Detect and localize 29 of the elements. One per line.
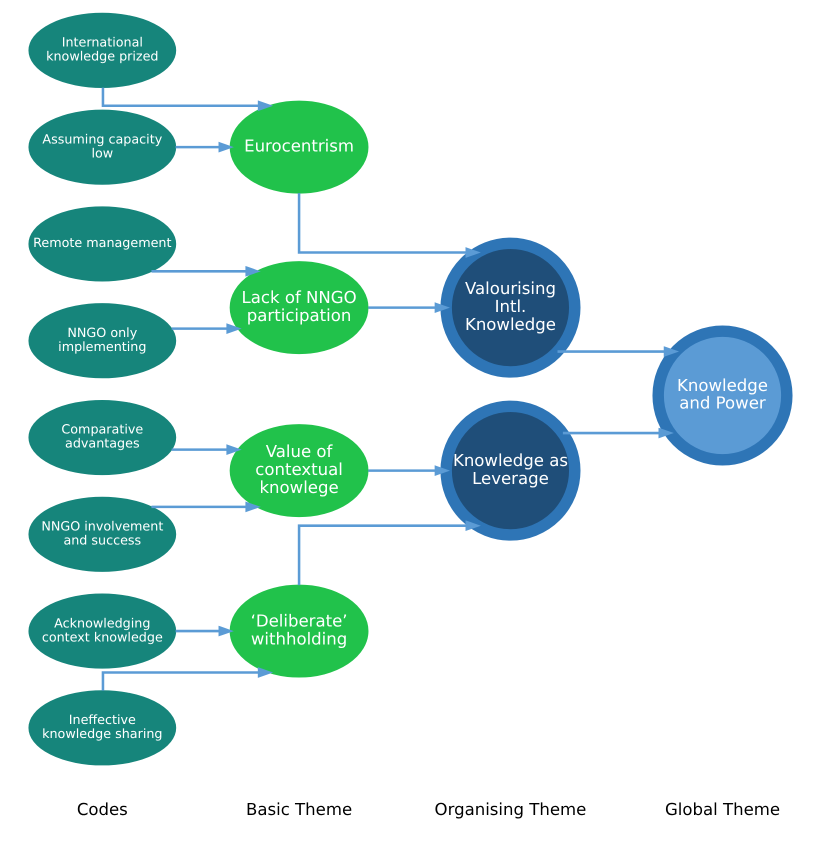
node-ellipse: Remote management bbox=[28, 206, 176, 282]
node-ellipse: Comparative advantages bbox=[28, 400, 176, 476]
arrow bbox=[171, 323, 242, 334]
node-circle: Valourising Intl. Knowledge bbox=[440, 238, 580, 378]
arrow bbox=[297, 520, 480, 586]
label: Basic Theme bbox=[245, 800, 352, 819]
label: Global Theme bbox=[664, 800, 780, 819]
arrow bbox=[175, 142, 234, 153]
node-ellipse: Ineffective knowledge sharing bbox=[28, 690, 176, 766]
arrow bbox=[175, 626, 234, 636]
node-ellipse: Assuming capacity low bbox=[28, 110, 176, 185]
node-ellipse: Value of contextual knowlege bbox=[229, 424, 368, 518]
node-ellipse: Lack of NNGO participation bbox=[229, 261, 368, 354]
node-circle: Knowledge as Leverage bbox=[440, 400, 580, 541]
arrow bbox=[171, 444, 242, 455]
node-circle: Knowledge and Power bbox=[652, 325, 792, 466]
node-ellipse: NNGO involvement and success bbox=[28, 496, 176, 572]
arrow bbox=[557, 346, 679, 357]
arrow bbox=[297, 193, 480, 258]
arrow bbox=[150, 502, 260, 512]
arrow bbox=[368, 302, 450, 313]
arrow bbox=[150, 266, 260, 277]
label: Codes bbox=[76, 800, 128, 819]
node-ellipse: NNGO only implementing bbox=[28, 303, 176, 378]
label: Organising Theme bbox=[434, 800, 586, 819]
arrow bbox=[562, 428, 674, 438]
arrow bbox=[368, 465, 450, 476]
node-ellipse: Acknowledging context knowledge bbox=[28, 594, 176, 669]
node-ellipse: International knowledge prized bbox=[28, 12, 176, 88]
